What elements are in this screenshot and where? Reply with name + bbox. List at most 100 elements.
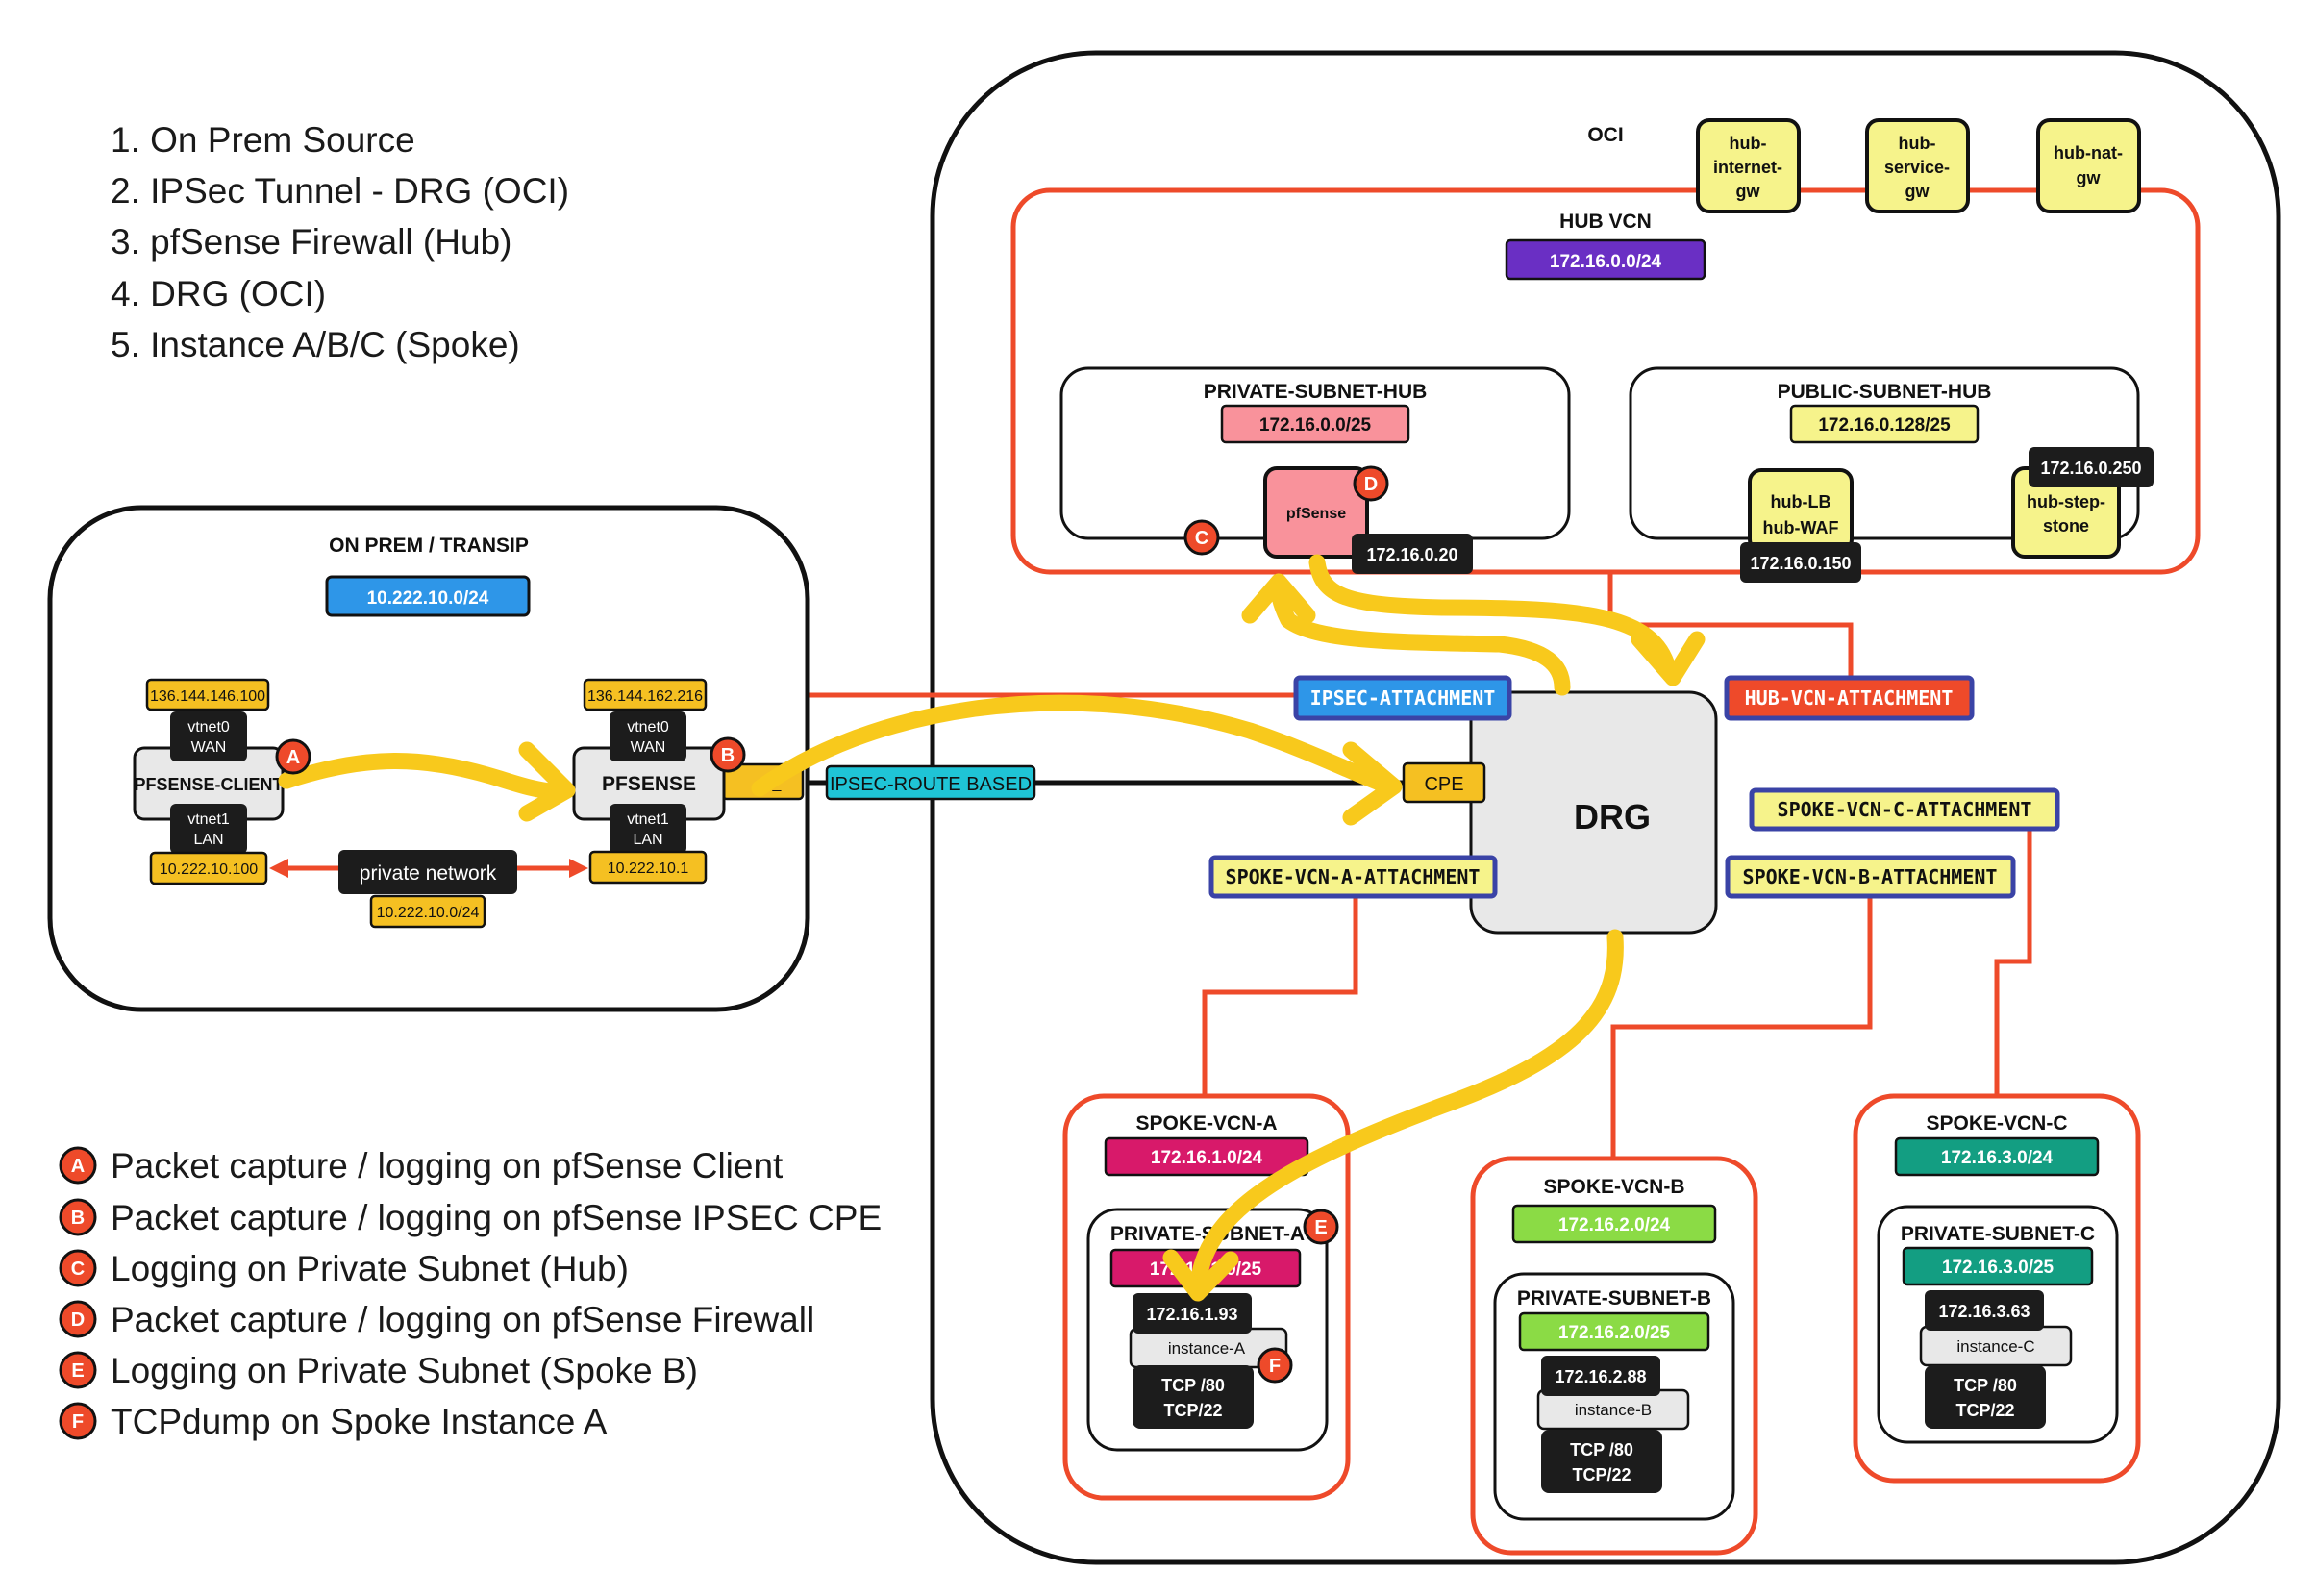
pfsense-lan-label-1: vtnet1 — [627, 811, 669, 828]
spoke-a-ports-2: TCP/22 — [1163, 1401, 1222, 1420]
hub-pfsense-ip: 172.16.0.20 — [1366, 545, 1457, 564]
spoke-c-attachment-box — [1749, 787, 2060, 832]
hub-stepstone-line1: hub-step- — [2027, 492, 2105, 511]
step-2: 2. IPSec Tunnel - DRG (OCI) — [111, 171, 569, 211]
badge-f-diagram: F — [1257, 1347, 1293, 1384]
ipsec-attachment-label: IPSEC-ATTACHMENT — [1310, 686, 1496, 710]
spoke-b-subnet-cidr-badge — [1518, 1311, 1710, 1352]
flow-drg-to-spoke-a — [1189, 929, 1624, 1297]
svg-text:B: B — [71, 1208, 85, 1229]
ipsec-route-chip — [825, 764, 1036, 801]
hub-vcn-cidr: 172.16.0.0/24 — [1550, 252, 1662, 272]
client-lan-ip: 10.222.10.100 — [160, 861, 258, 878]
svg-text:F: F — [72, 1411, 84, 1433]
step-4: 4. DRG (OCI) — [111, 274, 326, 313]
cpe-chip — [1402, 761, 1486, 804]
spoke-a-ports-1: TCP /80 — [1161, 1376, 1225, 1395]
pfsense-client-label: PFSENSE-CLIENT — [134, 775, 283, 794]
hub-service-gw-line2: service- — [1884, 158, 1950, 177]
legend-text-b: Packet capture / logging on pfSense IPSE… — [111, 1198, 882, 1237]
spoke-c-ports-1: TCP /80 — [1954, 1376, 2017, 1395]
hub-vcn-attachment-label: HUB-VCN-ATTACHMENT — [1745, 686, 1954, 710]
hub-lb-ip-chip — [1740, 542, 1861, 583]
pfsense-onprem-label: PFSENSE — [602, 773, 696, 795]
flow-arrow-head-5 — [1162, 1249, 1239, 1302]
client-lan-label-1: vtnet1 — [187, 811, 230, 828]
spoke-vcn-a: SPOKE-VCN-A 172.16.1.0/24 PRIVATE-SUBNET… — [1062, 1093, 1351, 1501]
pfsense-wan-label-2: WAN — [631, 739, 666, 756]
spoke-a-cidr: 172.16.1.0/24 — [1151, 1148, 1263, 1168]
legend: A Packet capture / logging on pfSense Cl… — [59, 1146, 882, 1441]
legend-text-c: Logging on Private Subnet (Hub) — [111, 1249, 629, 1288]
spoke-b-ports-chip — [1541, 1430, 1662, 1493]
spoke-c-subnet-cidr: 172.16.3.0/25 — [1942, 1258, 2055, 1278]
badge-b-diagram: B — [710, 736, 746, 773]
spoke-b-ip: 172.16.2.88 — [1555, 1367, 1646, 1386]
oci-title: OCI — [1587, 124, 1623, 146]
hub-vcn-cidr-badge — [1505, 238, 1706, 281]
hub-internet-gw-line2: internet- — [1713, 158, 1782, 177]
onprem-cidr-badge — [325, 575, 531, 617]
pfsense-wan-label-1: vtnet0 — [627, 719, 669, 736]
svg-text:C: C — [1195, 528, 1208, 549]
hub-stepstone-ip-chip — [2029, 447, 2154, 487]
spoke-a-ip-chip — [1133, 1293, 1252, 1334]
ipsec-attachment-box — [1293, 675, 1512, 721]
public-subnet-hub-cidr: 172.16.0.128/25 — [1818, 415, 1951, 436]
spoke-a-ip: 172.16.1.93 — [1146, 1305, 1237, 1324]
spoke-c-instance-label: instance-C — [1956, 1337, 2034, 1356]
legend-text-d: Packet capture / logging on pfSense Fire… — [111, 1300, 814, 1339]
spoke-c-ip-chip — [1925, 1290, 2044, 1331]
hub-internet-gw-box — [1696, 118, 1801, 213]
public-subnet-hub-title: PUBLIC-SUBNET-HUB — [1778, 381, 1992, 403]
badge-a-diagram: A — [275, 738, 311, 775]
client-wan-chip — [170, 711, 247, 761]
private-subnet-hub-title: PRIVATE-SUBNET-HUB — [1204, 381, 1428, 403]
hub-vcn-title: HUB VCN — [1559, 211, 1652, 233]
spoke-vcn-b: SPOKE-VCN-B 172.16.2.0/24 PRIVATE-SUBNET… — [1470, 1156, 1758, 1556]
step-5: 5. Instance A/B/C (Spoke) — [111, 325, 520, 364]
spoke-b-ports-2: TCP/22 — [1572, 1465, 1631, 1484]
svg-text:D: D — [71, 1309, 85, 1331]
hub-nat-gw-box — [2036, 118, 2141, 213]
drg-box — [1469, 690, 1718, 935]
spoke-b-ip-chip — [1541, 1356, 1660, 1396]
pfsense-wan-chip — [610, 711, 686, 761]
badge-c-diagram: C — [1183, 519, 1220, 556]
steps-list: 1. On Prem Source 2. IPSec Tunnel - DRG … — [111, 120, 569, 364]
spoke-c-attachment-label: SPOKE-VCN-C-ATTACHMENT — [1778, 798, 2032, 821]
legend-text-a: Packet capture / logging on pfSense Clie… — [111, 1146, 784, 1185]
spoke-b-title: SPOKE-VCN-B — [1543, 1176, 1684, 1198]
pfsense-wan-ip-chip — [583, 678, 708, 711]
private-network-cidr: 10.222.10.0/24 — [377, 905, 480, 921]
spoke-b-attachment-label: SPOKE-VCN-B-ATTACHMENT — [1743, 865, 1998, 888]
client-lan-label-2: LAN — [193, 832, 223, 848]
hub-internet-gw-line1: hub- — [1730, 134, 1767, 153]
client-wan-ip-chip — [145, 678, 270, 711]
spoke-c-ip: 172.16.3.63 — [1938, 1302, 2030, 1321]
hub-lb-ip: 172.16.0.150 — [1750, 554, 1851, 573]
svg-text:E: E — [71, 1360, 84, 1382]
client-lan-chip — [170, 804, 247, 854]
hub-pfsense-ip-chip — [1352, 534, 1473, 574]
private-subnet-hub-cidr: 172.16.0.0/25 — [1259, 415, 1372, 436]
private-network-cidr-chip — [369, 894, 486, 929]
spoke-a-title: SPOKE-VCN-A — [1135, 1112, 1277, 1135]
spoke-b-cidr-badge — [1511, 1204, 1717, 1244]
legend-item-d: D Packet capture / logging on pfSense Fi… — [59, 1300, 814, 1339]
ipsec-route-label: IPSEC-ROUTE BASED — [830, 774, 1032, 795]
flow-arrow-head-4 — [1631, 631, 1706, 686]
spoke-a-instance-label: instance-A — [1168, 1339, 1246, 1358]
cpe-label: CPE — [1424, 774, 1463, 795]
svg-text:A: A — [71, 1156, 85, 1177]
hub-nat-gw-line1: hub-nat- — [2054, 143, 2123, 162]
step-3: 3. pfSense Firewall (Hub) — [111, 222, 511, 262]
svg-text:C: C — [71, 1259, 85, 1280]
hub-service-gw-line3: gw — [1905, 182, 1930, 201]
hub-pfsense-label: pfSense — [1286, 506, 1346, 522]
pfsense-wan-ip: 136.144.162.216 — [587, 688, 703, 705]
client-lan-ip-chip — [149, 851, 268, 885]
flow-arrow-head-1 — [518, 741, 576, 822]
svg-text:B: B — [721, 745, 735, 766]
